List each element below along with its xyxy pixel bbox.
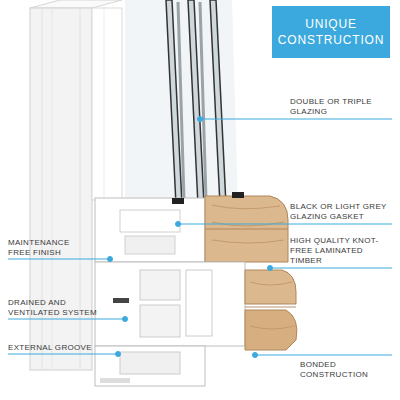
callout-label: DOUBLE OR TRIPLE GLAZING <box>290 97 380 117</box>
exterior-profile <box>95 346 205 386</box>
callout-label: DRAINED AND VENTILATED SYSTEM <box>8 298 108 318</box>
callout-label: BLACK OR LIGHT GREY GLAZING GASKET <box>290 202 395 222</box>
diagram-title: UNIQUE CONSTRUCTION <box>276 16 386 48</box>
callout-label: MAINTENANCE FREE FINISH <box>8 238 83 258</box>
title-box: UNIQUE CONSTRUCTION <box>272 6 390 58</box>
frame-profile <box>95 262 297 350</box>
glazing-unit <box>125 0 238 205</box>
callout-label: EXTERNAL GROOVE <box>8 343 118 353</box>
callout-label: HIGH QUALITY KNOT-FREE LAMINATED TIMBER <box>290 236 395 266</box>
sash-profile <box>95 192 288 262</box>
callout-label: BONDED CONSTRUCTION <box>300 360 385 380</box>
